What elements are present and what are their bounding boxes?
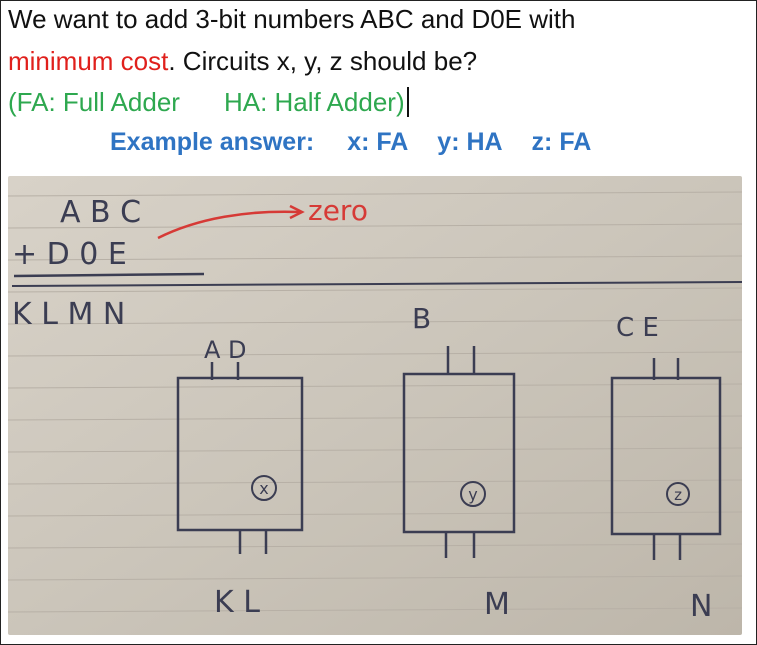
circuit-z: C E z N (610, 313, 722, 624)
box-x-label: x (259, 479, 268, 498)
circuit-x: A D x K L (176, 336, 304, 620)
text-cursor (406, 87, 409, 117)
example-y: y: HA (437, 128, 503, 156)
minimum-cost-highlight: minimum cost (8, 46, 169, 76)
question-line-2-rest: . Circuits x, y, z should be? (168, 46, 478, 76)
box-y-label: y (468, 485, 477, 504)
example-label: Example answer: (110, 128, 315, 156)
question-line-1: We want to add 3-bit numbers ABC and D0E… (8, 4, 576, 34)
question-line-2: minimum cost. Circuits x, y, z should be… (8, 44, 477, 78)
question-line-3[interactable]: (FA: Full Adder HA: Half Adder) (8, 85, 409, 119)
fa-definition: (FA: Full Adder (8, 87, 180, 117)
box-z-inputs: C E (616, 313, 659, 343)
ha-definition: HA: Half Adder) (223, 87, 405, 117)
ruled-lines (8, 191, 742, 613)
box-y-inputs: B (412, 302, 431, 335)
circuit-y: B y M (402, 302, 516, 622)
handwritten-photo: A B C + D 0 E K L M N zero A D x K L B y… (8, 176, 742, 635)
paper-background (8, 176, 742, 635)
box-x-outputs: K L (214, 585, 260, 620)
example-z: z: FA (531, 128, 592, 156)
zero-note: zero (308, 194, 368, 227)
example-x: x: FA (347, 128, 409, 156)
box-y-outputs: M (484, 587, 510, 622)
sum-letters: K L M N (12, 297, 125, 332)
box-x-inputs: A D (204, 336, 247, 364)
box-y (402, 372, 516, 534)
page-rule (11, 281, 742, 287)
sum-line (13, 272, 205, 278)
addend-top: A B C (60, 195, 141, 230)
addend-bottom: + D 0 E (12, 237, 127, 272)
zero-arrow-head (289, 204, 305, 220)
zero-arrow (157, 210, 301, 240)
box-z-outputs: N (690, 589, 712, 624)
box-z (610, 376, 722, 536)
example-answer: Example answer: x: FA y: HA z: FA (110, 126, 601, 158)
box-z-label: z (674, 486, 682, 504)
